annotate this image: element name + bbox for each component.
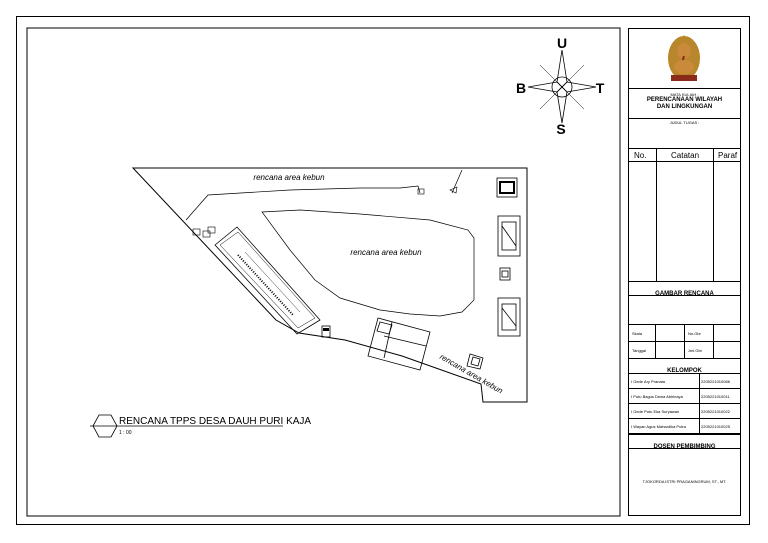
building-long: [214, 226, 321, 335]
group-label: KELOMPOK: [667, 368, 702, 374]
advisor-label-cell: DOSEN PEMBIMBING: [629, 434, 740, 450]
advisor-name-cell: TJOKORDA ISTRI PRAGANINGRUM, ST., MT.: [629, 449, 740, 515]
small-structures-left: [192, 226, 216, 238]
site-boundary: [131, 167, 528, 403]
notes-header: No. Catatan Paraf: [629, 149, 740, 162]
notes-divider-1: [656, 162, 657, 281]
header-divider-1: [656, 149, 657, 162]
course-name-line2: DAN LINGKUNGAN: [656, 104, 713, 110]
garden-boundary-top: [185, 185, 421, 221]
notes-body: [629, 162, 740, 282]
gate-mark: [323, 328, 329, 331]
title-block: MATA KULIAH : PERENCANAAN WILAYAH DAN LI…: [628, 28, 741, 516]
right-structures: [496, 177, 521, 337]
list-item: I Gede Ary Pranata 2205221010086: [629, 374, 740, 389]
garden-label-center: rencana area kebun: [350, 248, 422, 257]
sheet-label: No.Gbr: [688, 331, 701, 336]
course-name-line1: PERENCANAAN WILAYAH: [646, 97, 723, 103]
notes-col-no: No.: [634, 151, 647, 160]
course-cell: MATA KULIAH : PERENCANAAN WILAYAH DAN LI…: [629, 89, 740, 119]
marker-triangle: [449, 186, 458, 194]
assignment-caption: JUDUL TUGAS :: [669, 120, 700, 125]
logo-cell: [629, 29, 740, 89]
list-item: I Gede Putu Eka Suryawan 2205221010022: [629, 404, 740, 419]
sheet-frame: [16, 16, 750, 525]
drawing-label: GAMBAR RENCANA: [655, 291, 714, 297]
gate-box: [321, 325, 331, 338]
ganesha-logo: [668, 35, 700, 81]
course-caption: MATA KULIAH :: [670, 92, 699, 97]
meta-cell: Skala No.Gbr Tanggal Jml.Gbr: [629, 325, 740, 359]
compass-south-label: S: [556, 121, 565, 137]
marker-box: [417, 188, 425, 195]
title-symbol: [90, 414, 283, 438]
drawing-area-border: [26, 27, 621, 517]
notes-divider-2: [713, 162, 714, 281]
building-bottom: [367, 317, 431, 371]
scale-label: Skala: [632, 331, 643, 336]
drawing-label-cell: GAMBAR RENCANA: [629, 282, 740, 297]
advisor-label: DOSEN PEMBIMBING: [653, 444, 716, 450]
corner-structure: [466, 353, 484, 370]
notes-col-notes: Catatan: [671, 151, 700, 160]
garden-label-bottom-right: rencana area kebun: [438, 352, 505, 396]
compass-east-label: T: [596, 80, 605, 96]
notes-col-initials: Paraf: [718, 151, 738, 160]
drawing-scale: 1 : 00: [119, 430, 132, 436]
garden-area-inner: [261, 209, 475, 317]
drawing-title: RENCANA TPPS DESA DAUH PURI KAJA: [119, 416, 311, 427]
advisor-name: TJOKORDA ISTRI PRAGANINGRUM, ST., MT.: [642, 479, 727, 484]
garden-label-top: rencana area kebun: [253, 173, 325, 182]
date-label: Tanggal: [632, 348, 647, 353]
drawing-preview-cell: [629, 296, 740, 325]
compass-west-label: B: [516, 80, 526, 96]
header-divider-2: [713, 149, 714, 162]
north-arrow: [527, 49, 597, 124]
list-item: I Putu Bagus Dewa Abhinaya 2205221010011: [629, 389, 740, 404]
group-label-cell: KELOMPOK: [629, 359, 740, 374]
members-list: I Gede Ary Pranata 2205221010086 I Putu …: [629, 374, 740, 434]
assignment-cell: JUDUL TUGAS :: [629, 119, 740, 149]
list-item: I Wayan Agus Mahardika Putra 22052210100…: [629, 419, 740, 434]
compass-north-label: U: [557, 35, 567, 51]
count-label: Jml.Gbr: [688, 348, 702, 353]
garden-edge: [451, 169, 463, 194]
